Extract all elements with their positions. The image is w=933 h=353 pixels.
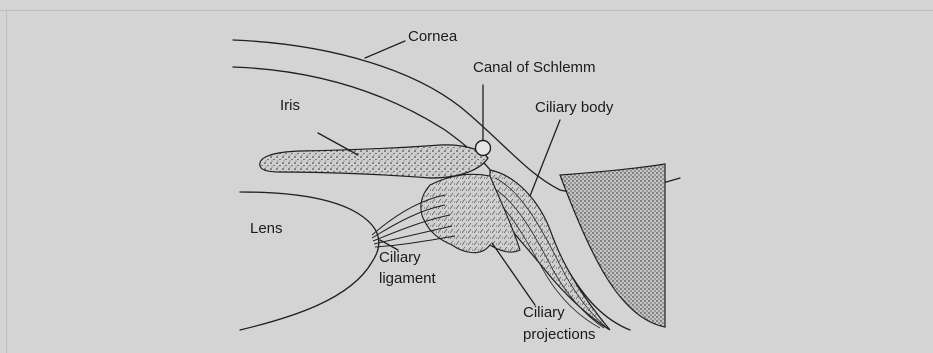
- label-ciliary-projections-line2: projections: [523, 326, 596, 343]
- canal-of-schlemm-circle: [476, 141, 491, 156]
- label-ciliary-ligament-line1: Ciliary: [379, 249, 421, 266]
- iris-shape: [260, 145, 488, 178]
- label-lens: Lens: [250, 220, 283, 237]
- label-canal-of-schlemm: Canal of Schlemm: [473, 59, 596, 76]
- lens-outline: [240, 192, 379, 330]
- label-cornea: Cornea: [408, 28, 458, 45]
- cornea-leader: [365, 41, 405, 58]
- ciliary-body-leader: [530, 120, 560, 196]
- label-ciliary-projections-line1: Ciliary: [523, 304, 565, 321]
- label-ciliary-body: Ciliary body: [535, 99, 614, 116]
- label-iris: Iris: [280, 97, 300, 114]
- label-ciliary-ligament-line2: ligament: [379, 270, 437, 287]
